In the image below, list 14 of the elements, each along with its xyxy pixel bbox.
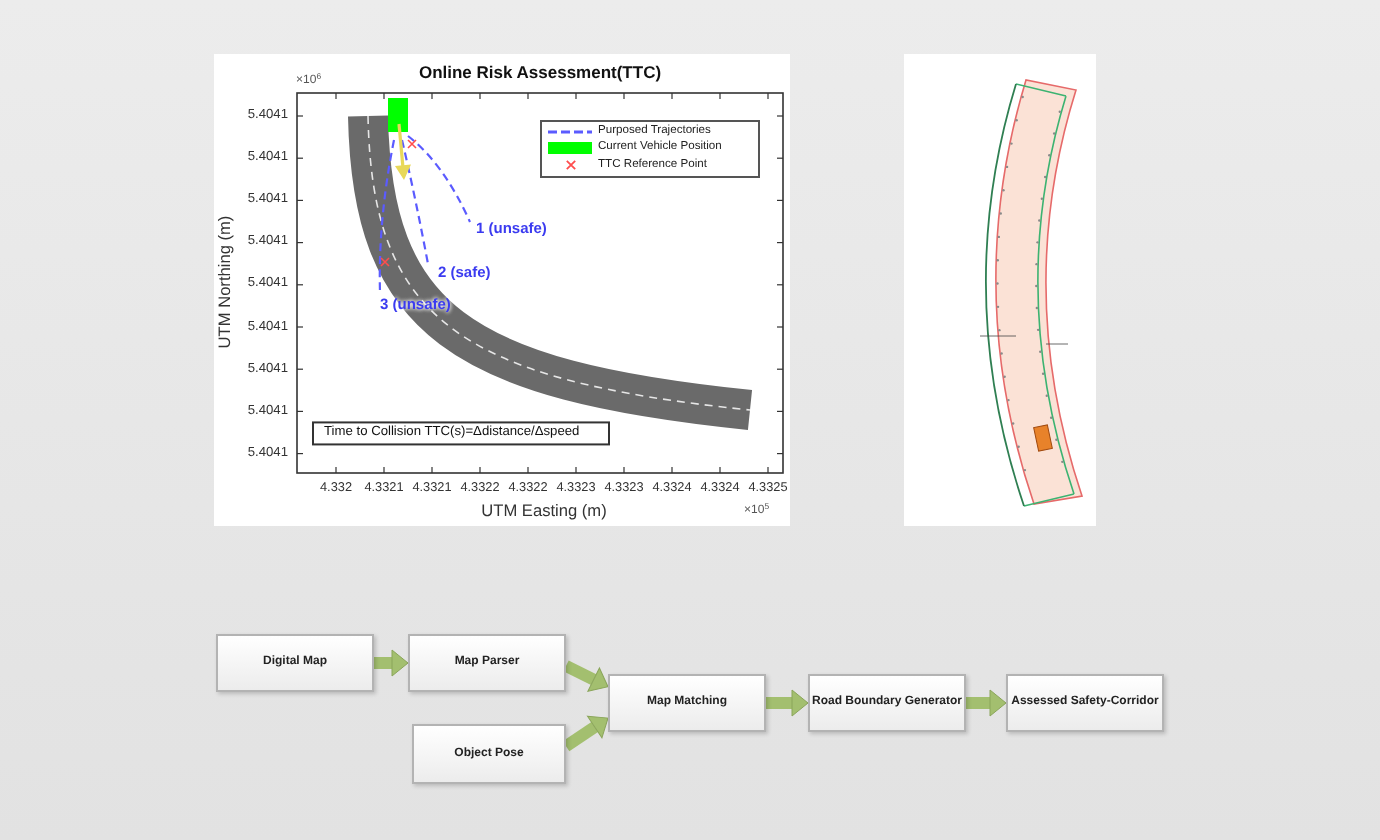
process-box xyxy=(216,634,374,692)
block-arrow xyxy=(562,715,609,752)
process-box xyxy=(408,634,566,692)
process-box xyxy=(412,724,566,784)
block-arrow xyxy=(766,689,809,717)
axis-title: UTM Easting (m) xyxy=(481,502,607,522)
block-arrow xyxy=(966,689,1007,717)
process-box xyxy=(608,674,766,732)
process-box xyxy=(1006,674,1164,732)
block-arrow xyxy=(374,649,409,677)
chart-title: Online Risk Assessment(TTC) xyxy=(418,64,662,84)
block-arrow xyxy=(563,660,609,692)
process-box xyxy=(808,674,966,732)
axis-title: UTM Northing (m) xyxy=(216,215,236,349)
